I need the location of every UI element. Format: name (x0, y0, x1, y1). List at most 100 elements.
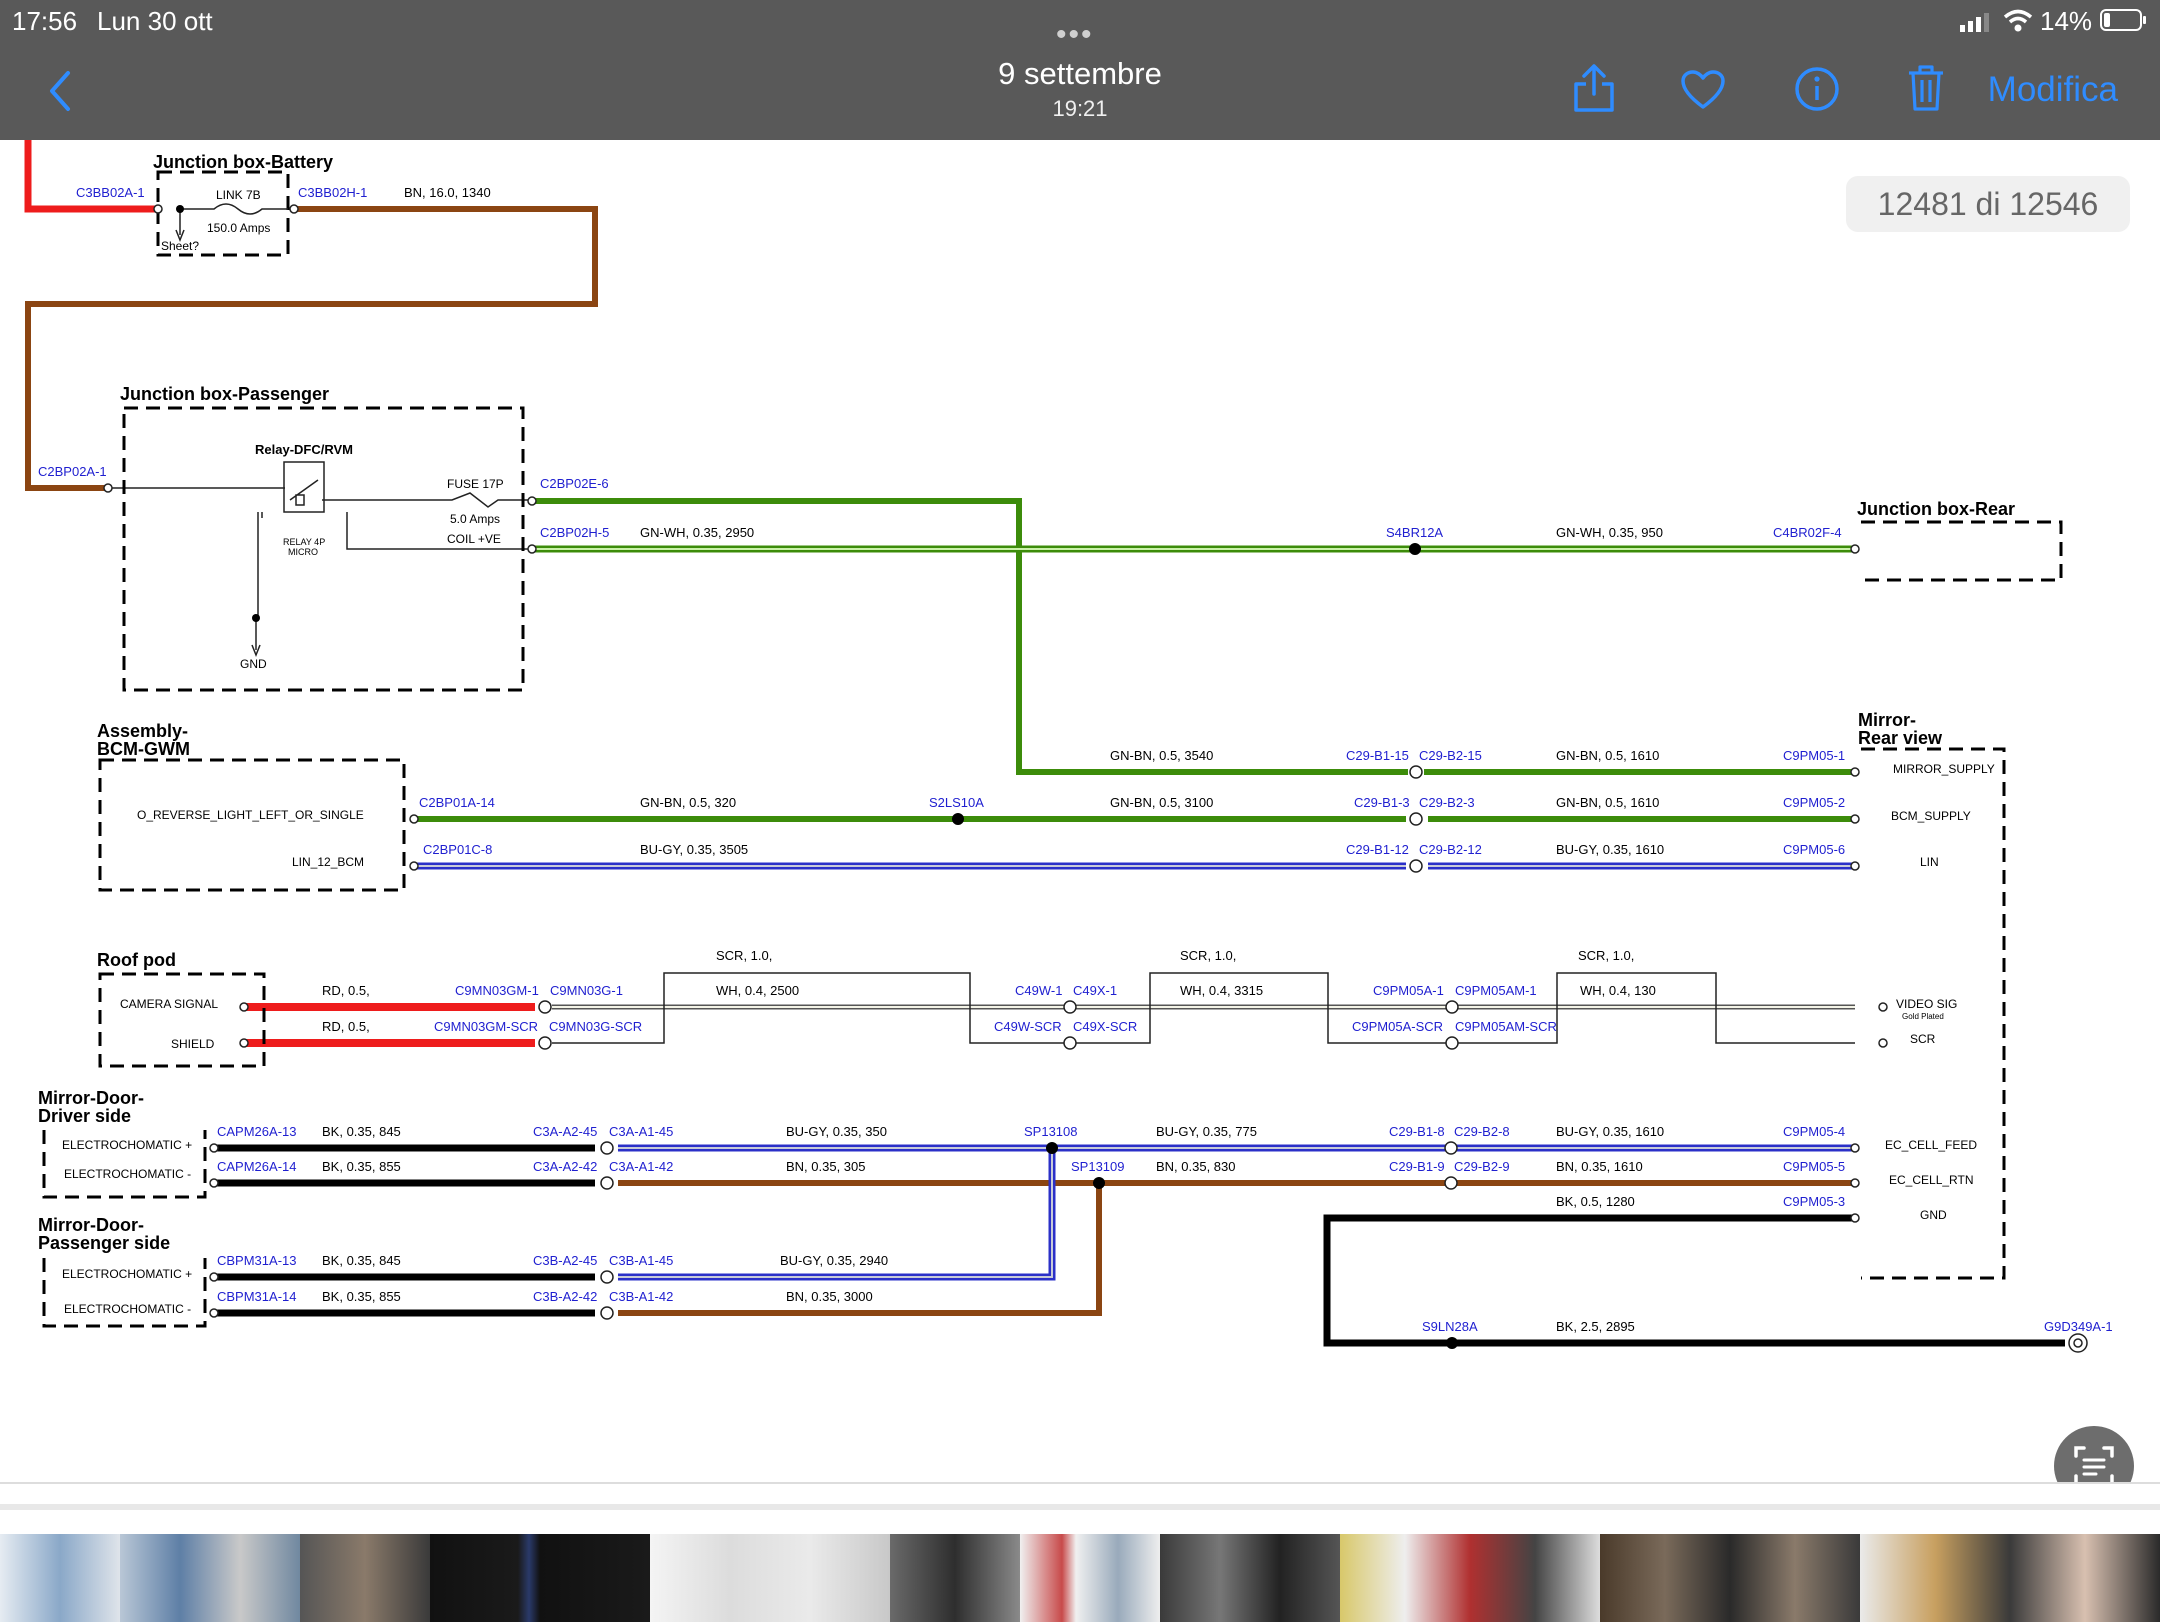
connector-label: S9LN28A (1422, 1319, 1478, 1334)
wire-label: SCR, 1.0, (1578, 948, 1634, 963)
connector-label: CBPM31A-14 (217, 1289, 296, 1304)
box-jb-rear (1861, 520, 2063, 582)
thumbnail[interactable] (1600, 1534, 1860, 1622)
connector-label: C3B-A1-42 (609, 1289, 673, 1304)
thumbnail[interactable] (890, 1534, 1020, 1622)
connector-label: C9PM05A-1 (1373, 983, 1444, 998)
nav-title: 9 settembre (998, 56, 1162, 91)
thumbnail[interactable] (650, 1534, 890, 1622)
connector-label: C9PM05AM-SCR (1455, 1019, 1557, 1034)
amps-label: 150.0 Amps (207, 221, 270, 235)
wire-label: WH, 0.4, 2500 (716, 983, 799, 998)
wire-label: GN-WH, 0.35, 950 (1556, 525, 1663, 540)
thumbnail[interactable] (300, 1534, 430, 1622)
connector-label: S2LS10A (929, 795, 984, 810)
connector-label: C9PM05-5 (1783, 1159, 1845, 1174)
wire-label: WH, 0.4, 3315 (1180, 983, 1263, 998)
jb-rear-title: Junction box-Rear (1857, 499, 2015, 519)
splice-dot (176, 205, 184, 213)
mirror-driver-title-2: Driver side (38, 1106, 131, 1126)
thumbnail[interactable] (1020, 1534, 1160, 1622)
wire-label: BN, 16.0, 1340 (404, 185, 491, 200)
gnd-label: GND (240, 657, 267, 671)
back-button[interactable] (48, 70, 72, 117)
relay-sub1: RELAY 4P (283, 537, 325, 547)
wire-label: SCR, 1.0, (716, 948, 772, 963)
connector-label: G9D349A-1 (2044, 1319, 2113, 1334)
wire-label: BN, 0.35, 305 (786, 1159, 866, 1174)
share-icon[interactable] (1572, 62, 1616, 119)
rear-pin-8: GND (1920, 1208, 1947, 1222)
connector-label: C29-B2-12 (1419, 842, 1482, 857)
wire-label: SCR, 1.0, (1180, 948, 1236, 963)
connector-label: C49W-1 (1015, 983, 1062, 998)
wire-relay-coil (257, 512, 532, 618)
favorite-heart-icon[interactable] (1680, 70, 1726, 115)
connector-label: C3BB02H-1 (298, 185, 367, 200)
roof-title: Roof pod (97, 950, 176, 970)
connector-label: C2BP02A-1 (38, 464, 107, 479)
wire-label: GN-WH, 0.35, 2950 (640, 525, 754, 540)
wire-label: BK, 0.35, 845 (322, 1253, 401, 1268)
wire-label: BN, 0.35, 830 (1156, 1159, 1236, 1174)
wire-label: GN-BN, 0.5, 1610 (1556, 748, 1659, 763)
bcm-title: Assembly- (97, 721, 188, 741)
sheet-label: Sheet? (161, 239, 199, 253)
photo-viewer[interactable]: Junction box-Battery Junction box-Passen… (0, 140, 2160, 1480)
connector-label: C9PM05-6 (1783, 842, 1845, 857)
splice-dot (252, 614, 260, 622)
connector-label: C29-B1-12 (1346, 842, 1409, 857)
wire-label: GN-BN, 0.5, 3540 (1110, 748, 1213, 763)
connector-label: C9PM05AM-1 (1455, 983, 1537, 998)
multitask-dots-icon[interactable]: ••• (1056, 18, 1094, 51)
splice-dot (1446, 1337, 1458, 1349)
rear-pin-5: SCR (1910, 1032, 1936, 1046)
wire-green-main (532, 498, 1408, 775)
edit-button[interactable]: Modifica (1987, 70, 2118, 109)
link-label: LINK 7B (216, 188, 261, 202)
info-icon[interactable] (1794, 66, 1840, 117)
live-text-icon (2074, 1446, 2114, 1486)
wire-label: BK, 0.35, 855 (322, 1159, 401, 1174)
thumbnail[interactable] (0, 1534, 120, 1622)
wire-scr-shield (552, 972, 1855, 1044)
splice-dot (1409, 543, 1421, 555)
connector-label: C9PM05-3 (1783, 1194, 1845, 1209)
thumbnail[interactable] (1860, 1534, 2160, 1622)
connector-label: C3B-A1-45 (609, 1253, 673, 1268)
wire-label: BK, 0.35, 855 (322, 1289, 401, 1304)
status-time: 17:56 (12, 6, 78, 36)
wire-label: BN, 0.35, 1610 (1556, 1159, 1643, 1174)
wire-label: BU-GY, 0.35, 3505 (640, 842, 748, 857)
connector-label: C29-B1-3 (1354, 795, 1410, 810)
connector-label: CBPM31A-13 (217, 1253, 296, 1268)
thumbnail[interactable] (120, 1534, 300, 1622)
connector-label: SP13109 (1071, 1159, 1125, 1174)
box-mirror-pass (42, 1258, 207, 1328)
thumbnail[interactable] (430, 1534, 650, 1622)
relay-symbol (283, 461, 325, 513)
thumbnail-strip[interactable] (0, 1482, 2160, 1622)
bcm-pin-2: LIN_12_BCM (292, 855, 364, 869)
connector-label: C49X-1 (1073, 983, 1117, 998)
pass-pin-2: ELECTROCHOMATIC - (64, 1302, 191, 1316)
battery-icon (2100, 8, 2148, 37)
connector-label: C3A-A1-42 (609, 1159, 673, 1174)
box-bcm (98, 758, 406, 892)
wire-bn-pas (618, 1183, 1102, 1316)
connector-label: C9PM05-4 (1783, 1124, 1845, 1139)
connector-label: C9MN03G-1 (550, 983, 623, 998)
thumbnail[interactable] (1160, 1534, 1340, 1622)
thumbnail[interactable] (1340, 1534, 1600, 1622)
status-date: Lun 30 ott (97, 6, 213, 36)
wire-label: RD, 0.5, (322, 983, 370, 998)
trash-icon[interactable] (1906, 64, 1946, 117)
wire-label: WH, 0.4, 130 (1580, 983, 1656, 998)
connector-label: CAPM26A-13 (217, 1124, 296, 1139)
mirror-rear-title: Mirror- (1858, 710, 1916, 730)
connector-label: CAPM26A-14 (217, 1159, 296, 1174)
rear-pin-7: EC_CELL_RTN (1889, 1173, 1973, 1187)
connector-label: C4BR02F-4 (1773, 525, 1842, 540)
nav-subtitle: 19:21 (1052, 96, 1108, 121)
driver-pin-1: ELECTROCHOMATIC + (62, 1138, 192, 1152)
